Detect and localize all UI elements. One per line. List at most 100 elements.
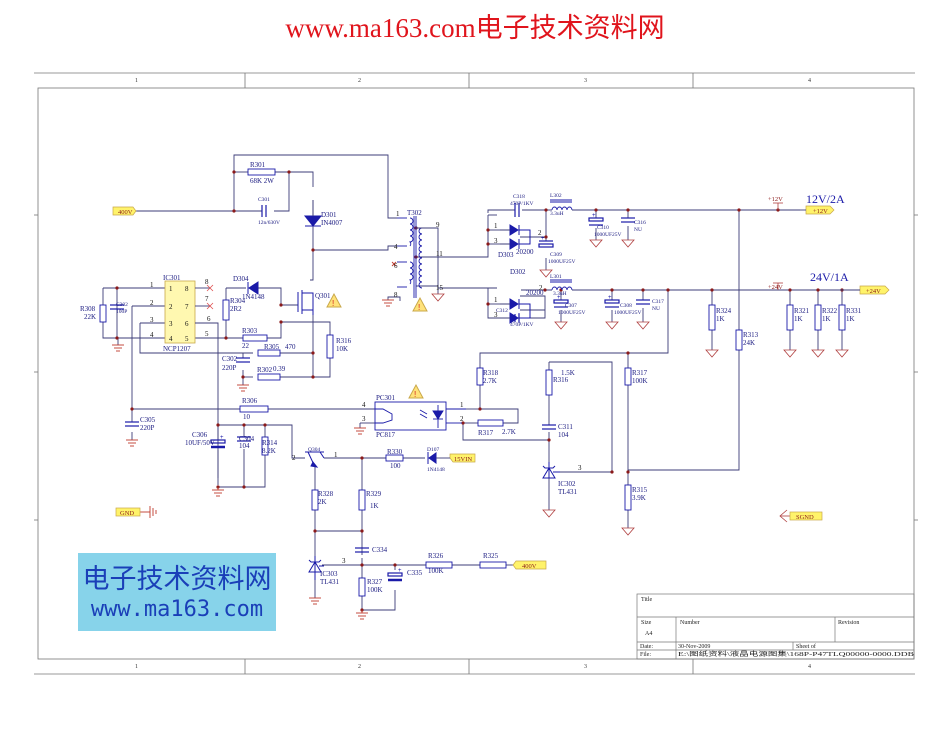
label-l302-ref: L302 (550, 193, 562, 199)
label-r327-val: 100K (367, 586, 383, 594)
label-c334-ref: C334 (372, 546, 388, 554)
label-d301-ref: D301 (321, 211, 337, 219)
label-c310-val: 1000UF25V (594, 232, 622, 238)
label-r302-val: 0.39 (273, 365, 286, 373)
label-c305-ref: C305 (140, 416, 156, 424)
label-r322-val: 1K (822, 315, 831, 323)
resistor-R326 (425, 561, 453, 569)
title-label: Title (641, 597, 652, 603)
label-ic301-val: NCP1207 (163, 345, 191, 353)
file-label: File: (640, 652, 651, 658)
ports (112, 205, 890, 570)
label-r303-ref: R303 (242, 327, 258, 335)
label-pc301-val: PC817 (376, 431, 396, 439)
label-r318-ref: R318 (483, 369, 499, 377)
label-ic303-ref: IC303 (320, 570, 338, 578)
gnd-t302 (382, 299, 394, 307)
tl431-IC303 (308, 556, 324, 580)
label-r322-ref: R322 (822, 307, 838, 315)
size-label: Size (641, 620, 652, 626)
label-r321-ref: R321 (794, 307, 810, 315)
label-r316b-ref: R316 (553, 376, 569, 384)
zone-bottom-1: 1 (135, 664, 138, 670)
diode-D301 (303, 215, 323, 227)
pin-number: 3 (494, 311, 498, 319)
diode-D107 (428, 452, 437, 464)
label-ic302-ref: IC302 (558, 480, 576, 488)
label-c318-ref: C318 (513, 194, 525, 200)
watermark-banner: 电子技术资料网 www.ma163.com (78, 553, 276, 631)
pin-number: 6 (394, 262, 398, 270)
warning-icons: ! ! ! (326, 292, 428, 399)
gnd-r327 (356, 612, 368, 620)
pin-number: 11 (436, 250, 443, 258)
label-r305-ref: R305 (264, 343, 280, 351)
label-r306-ref: R306 (242, 397, 258, 405)
gnd-c306 (212, 489, 224, 497)
label-r315-val: 3.9K (632, 494, 646, 502)
pin-number: 2 (460, 415, 464, 423)
warning-icon: ! (408, 383, 424, 399)
gnd-pc301 (354, 427, 366, 435)
label-d303-ref: D303 (498, 251, 514, 259)
pin-number: 1 (150, 281, 154, 289)
pin-number: 2 (150, 299, 154, 307)
label-c309-ref: C309 (550, 252, 562, 258)
label-r316a-ref: R316 (336, 337, 352, 345)
label-c309-val: 1000UF25V (548, 259, 576, 265)
label-t302-ref: T302 (407, 209, 422, 217)
resistor-R330 (385, 454, 404, 462)
label-l302-val: 3.3uH (550, 211, 564, 217)
signal-ground-symbols (431, 202, 849, 536)
label-d302-val: 20200 (526, 289, 544, 297)
watermark-site-name: 电子技术资料网 (82, 564, 272, 595)
zone-top-4: 4 (808, 78, 811, 84)
label-d304-val: 1N4148 (242, 293, 265, 301)
pin-number: 8 (394, 291, 398, 299)
resistor-R316b (545, 369, 553, 396)
label-r330-ref: R330 (387, 448, 403, 456)
resistor-R324 (708, 304, 716, 331)
label-c318-val: 470P/1KV (510, 201, 534, 207)
label-c302a-ref: C302 (116, 302, 128, 308)
port-24v-output: +24V (866, 288, 881, 295)
pin-number: 3 (362, 415, 366, 423)
label-r317b-val: 100K (632, 377, 648, 385)
zone-top-2: 2 (358, 78, 361, 84)
label-r315-ref: R315 (632, 486, 648, 494)
label-ic301-ref: IC301 (163, 274, 181, 282)
label-c304-ref: C304 (239, 435, 255, 443)
zone-bottom-3: 3 (584, 664, 587, 670)
transformer-T302 (387, 216, 423, 300)
label-r329-val: 1K (370, 502, 379, 510)
resistor-R327 (358, 577, 366, 597)
pin-number: 7 (185, 303, 189, 311)
svg-text:+: + (557, 295, 561, 301)
pin-number: 7 (205, 295, 209, 303)
svg-text:!: ! (414, 390, 416, 399)
label-r305-val: 470 (285, 343, 296, 351)
label-r314-val: 8.2K (262, 447, 276, 455)
optocoupler-PC301 (374, 401, 466, 431)
pin-number: 15 (436, 284, 444, 292)
label-r317b-ref: R317 (632, 369, 648, 377)
label-r314-ref: R314 (262, 439, 278, 447)
label-ic303-val: TL431 (320, 578, 340, 586)
sheet-label: Sheet of (796, 643, 816, 650)
resistor-R329 (358, 489, 366, 511)
label-c308-val: 1000UF25V (614, 310, 642, 316)
gnd-c305 (126, 439, 138, 447)
label-r329-ref: R329 (366, 490, 382, 498)
inductors (550, 199, 573, 291)
zone-top-1: 1 (135, 78, 138, 84)
resistor-R325 (479, 561, 507, 569)
pin-number: 1 (494, 222, 498, 230)
port-400v-input: 400V (118, 209, 133, 216)
svg-text:+: + (220, 435, 224, 441)
sheet-frame (34, 72, 918, 675)
resistor-R316a (326, 334, 334, 359)
label-r317a-ref: R317 (478, 429, 494, 437)
label-r316b-val: 1.5K (561, 369, 575, 377)
port-12v-output: +12V (813, 208, 828, 215)
label-c307-val: 1000UF25V (558, 310, 586, 316)
